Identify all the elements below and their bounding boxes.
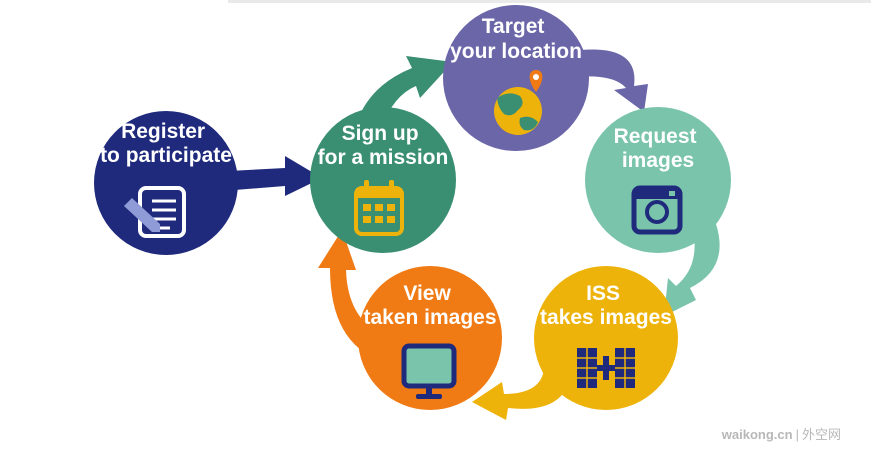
register-step-circle	[94, 111, 238, 255]
register-step-label: Register to participate	[100, 120, 232, 167]
view-step-circle	[358, 266, 502, 410]
watermark-domain: waikong.cn	[721, 427, 793, 442]
watermark-separator: |	[795, 427, 799, 442]
globe-pin-icon	[494, 70, 543, 135]
camera-icon	[631, 185, 683, 235]
arrow-register-to-signup	[210, 156, 322, 196]
signup-step-circle	[310, 107, 456, 253]
target-step-label: Target your location	[450, 15, 582, 63]
arrow-request-to-iss	[664, 224, 720, 316]
iss-step-label: ISS takes images	[540, 282, 672, 329]
watermark-site-name: 外空网	[801, 427, 841, 442]
top-divider	[228, 0, 871, 3]
request-step-label: Request images	[614, 125, 703, 172]
arrow-iss-to-view	[472, 370, 570, 420]
target-step-circle	[443, 5, 589, 151]
space-station-icon	[577, 348, 635, 388]
signup-step-label: Sign up for a mission	[318, 122, 449, 169]
arrow-view-to-signup	[318, 230, 402, 364]
calendar-icon	[354, 180, 404, 236]
clipboard-pen-icon	[124, 186, 186, 238]
iss-step-circle	[534, 266, 678, 410]
request-step-circle	[585, 107, 731, 253]
watermark: waikong.cn|外空网	[722, 424, 841, 443]
monitor-icon	[401, 343, 457, 399]
view-step-label: View taken images	[363, 282, 496, 329]
